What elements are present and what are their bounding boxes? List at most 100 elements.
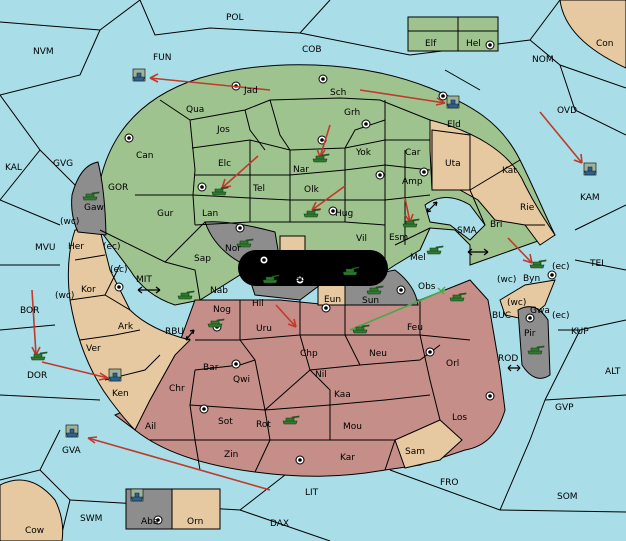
- label-ovd: OVD: [557, 106, 577, 116]
- army-unit-nar[interactable]: [312, 153, 330, 163]
- label-pol: POL: [226, 13, 244, 23]
- label-jad: Jad: [243, 86, 258, 96]
- label-rot: Rot: [256, 420, 271, 430]
- label-mvu: MVU: [35, 243, 56, 253]
- coast-tag-byn-ec: (ec): [552, 262, 570, 272]
- label-rbu: RBU: [165, 327, 184, 337]
- label-kup: KUP: [571, 327, 589, 337]
- label-elf: Elf: [425, 39, 437, 49]
- support-cross: [437, 286, 446, 295]
- label-pir: Pir: [524, 329, 536, 339]
- label-elc: Elc: [218, 159, 231, 169]
- label-kam: KAM: [580, 193, 600, 203]
- army-unit-feu[interactable]: [352, 324, 370, 334]
- army-unit-obs[interactable]: [449, 292, 467, 302]
- pir-province[interactable]: [517, 306, 551, 379]
- label-qua: Qua: [186, 105, 204, 115]
- army-unit-gor[interactable]: [82, 191, 100, 201]
- fleet-unit-gva[interactable]: [65, 424, 79, 438]
- label-zin: Zin: [224, 450, 238, 460]
- fleet-unit-fun[interactable]: [132, 68, 146, 82]
- label-tei: TEI: [589, 259, 604, 269]
- army-unit-nab[interactable]: [177, 290, 195, 300]
- label-nar: Nar: [293, 165, 309, 175]
- label-web: Web: [286, 274, 306, 284]
- label-uru: Uru: [256, 324, 272, 334]
- province-labels: POL NVM FUN COB Elf Hel NOM Con KAL GVG …: [5, 13, 621, 536]
- label-grh: Grh: [344, 108, 360, 118]
- label-gor: GOR: [108, 183, 128, 193]
- label-jos: Jos: [216, 125, 230, 135]
- label-ken: Ken: [112, 389, 129, 399]
- army-unit-web[interactable]: [262, 274, 280, 284]
- label-gva: GVA: [62, 446, 82, 456]
- army-unit-elc[interactable]: [211, 186, 229, 196]
- label-sam: Sam: [405, 447, 425, 457]
- army-unit-hug[interactable]: [303, 208, 321, 218]
- tan-se-region[interactable]: [499, 279, 556, 321]
- army-unit-rot[interactable]: [282, 415, 300, 425]
- label-dax: DAX: [270, 519, 289, 529]
- coast-tag-her-wc: (wc): [60, 217, 79, 227]
- label-gvg: GVG: [53, 159, 73, 169]
- label-olk: Olk: [304, 185, 320, 195]
- coast-tag-gwa-ec: (ec): [552, 311, 570, 321]
- label-kor: Kor: [81, 285, 96, 295]
- army-unit-sun[interactable]: [366, 285, 384, 295]
- label-kat: Kat: [502, 166, 517, 176]
- army-unit-mel[interactable]: [426, 245, 444, 255]
- label-nil: Nil: [315, 370, 327, 380]
- label-sap: Sap: [194, 254, 211, 264]
- order-arrows: [31, 73, 583, 491]
- fleet-unit-eld[interactable]: [446, 95, 460, 109]
- label-mou: Mou: [343, 422, 362, 432]
- province-borders-south: [69, 254, 471, 473]
- label-hel: Hel: [466, 39, 481, 49]
- unit-layer: [30, 68, 597, 502]
- label-esm: Esm: [389, 233, 408, 243]
- label-los: Los: [452, 413, 467, 423]
- label-sun: Sun: [362, 296, 379, 306]
- label-skr: Skr: [286, 251, 301, 261]
- label-sot: Sot: [218, 417, 233, 427]
- tan-west-region[interactable]: [67, 229, 191, 431]
- label-ost: Ost: [316, 258, 332, 268]
- label-obs: Obs: [418, 282, 436, 292]
- label-dor: DOR: [27, 371, 47, 381]
- sam-province[interactable]: [394, 419, 463, 469]
- support-line: [349, 289, 446, 331]
- label-nab: Nab: [210, 286, 228, 296]
- label-bri: Bri: [490, 220, 502, 230]
- army-unit-nog[interactable]: [207, 318, 225, 328]
- label-feu: Feu: [407, 323, 423, 333]
- label-tel: Tel: [252, 184, 265, 194]
- supply-centers: [114, 40, 557, 525]
- label-nvm: NVM: [33, 47, 54, 57]
- label-sma: SMA: [457, 226, 477, 236]
- army-unit-dor[interactable]: [30, 351, 48, 361]
- fleet-unit-ken[interactable]: [108, 368, 122, 382]
- orn-island[interactable]: [171, 488, 221, 530]
- red-region[interactable]: [114, 279, 506, 477]
- army-unit-pir[interactable]: [527, 345, 545, 355]
- label-mit: MIT: [136, 275, 152, 285]
- label-nor: Nor: [225, 244, 241, 254]
- army-unit-esm[interactable]: [402, 218, 420, 228]
- label-car: Car: [405, 148, 421, 158]
- army-unit-byn[interactable]: [529, 259, 547, 269]
- cow-island[interactable]: [0, 479, 64, 541]
- label-eld: Eld: [447, 120, 461, 130]
- label-kar: Kar: [340, 453, 355, 463]
- fleet-unit-kam[interactable]: [583, 162, 597, 176]
- army-unit-nor[interactable]: [236, 238, 254, 248]
- label-hil: Hil: [252, 299, 264, 309]
- fleet-unit-aba[interactable]: [130, 488, 144, 502]
- coast-tag-kor-wc: (wc): [55, 291, 74, 301]
- label-gur: Gur: [157, 209, 174, 219]
- label-rod: ROD: [498, 354, 518, 364]
- army-unit-ost[interactable]: [342, 266, 360, 276]
- label-som: SOM: [557, 492, 578, 502]
- label-aba: Aba: [141, 517, 158, 527]
